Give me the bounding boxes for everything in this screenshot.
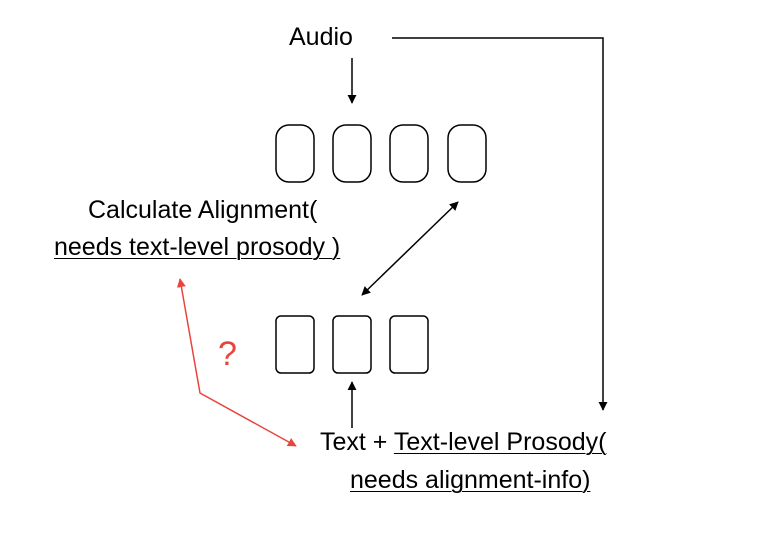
text-token [275,315,315,374]
alignment-bidirectional-arrow [361,201,459,296]
audio-token [447,124,487,183]
text-token-row [275,315,429,374]
calculate-alignment-label: Calculate Alignment( [88,196,318,224]
text-token [332,315,372,374]
audio-token [275,124,315,183]
circular-dependency-arrow [176,278,297,447]
audio-token [332,124,372,183]
question-mark: ? [218,335,237,373]
audio-token [389,124,429,183]
audio-label: Audio [289,23,353,51]
audio-token-row [275,124,487,183]
needs-text-level-prosody-label: needs text-level prosody ) [54,233,341,261]
needs-alignment-info-label: needs alignment-info) [350,466,591,494]
audio-to-prosody-arrow [392,37,608,411]
text-token [389,315,429,374]
text-prosody-line: Text + Text-level Prosody( [320,427,606,457]
text-plus-label: Text + [320,428,394,456]
text-level-prosody-label: Text-level Prosody( [393,428,607,456]
